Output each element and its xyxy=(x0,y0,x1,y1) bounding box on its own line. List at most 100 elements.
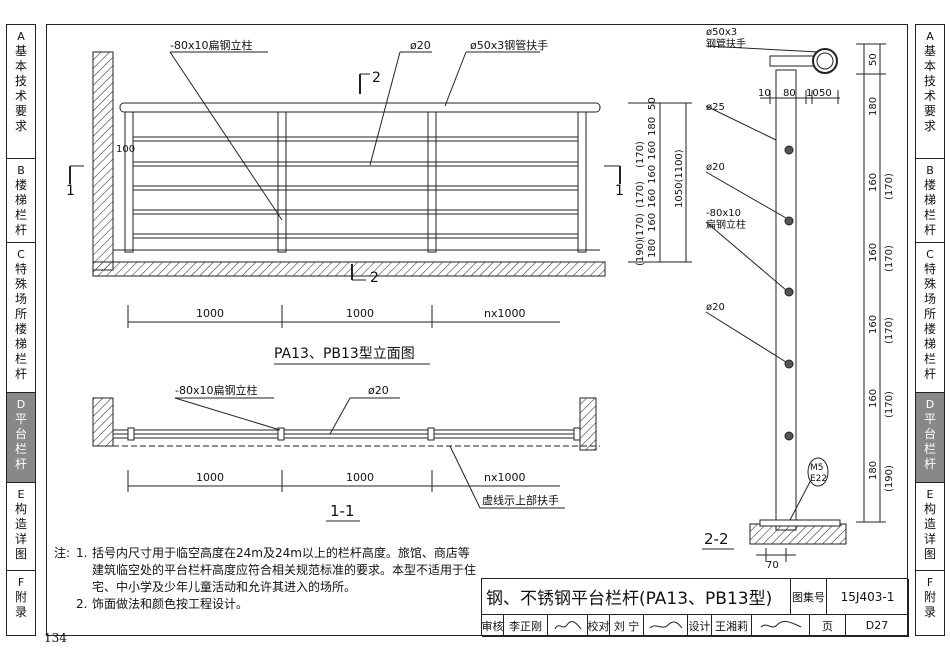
dim-v-a1: 180 xyxy=(647,117,658,136)
cut-2-bottom: 2 xyxy=(370,270,379,286)
sec-dim-a4: 160 xyxy=(868,315,879,334)
handrail-pipe xyxy=(119,102,601,113)
dim-top-10b: 10 xyxy=(806,88,819,99)
dim-v-a0: 50 xyxy=(647,97,658,110)
chapter-tab-code: E xyxy=(926,488,934,501)
pipe-label: ø50x3 xyxy=(706,27,737,38)
chapter-tab-code: A xyxy=(17,30,25,43)
cut-1-right: 1 xyxy=(615,183,624,199)
bolt-label-2: E22 xyxy=(810,474,827,484)
chapter-tab-label: 楼梯栏杆 xyxy=(14,178,27,237)
chapter-tab-label: 平台栏杆 xyxy=(14,412,27,471)
reviewer-signature xyxy=(548,615,588,637)
rod-label: ø20 xyxy=(410,39,431,52)
design-label: 设计 xyxy=(688,615,712,637)
elevation-title: PA13、PB13型立面图 xyxy=(274,346,415,362)
elevation-view: -80x10扁钢立柱 ø20 ø50x3钢管扶手 2 2 1 1 100 100… xyxy=(66,38,692,365)
plan-flat-post-label: -80x10扁钢立柱 xyxy=(175,383,257,397)
atlas-label: 图集号 xyxy=(791,579,827,615)
section-view-2-2: ø50x3 钢管扶手 ø25 ø20 -80x10 扁钢立柱 ø20 M5 E2… xyxy=(702,27,895,571)
section-title: 2-2 xyxy=(704,530,729,548)
designer-signature xyxy=(752,615,810,637)
reviewer-name: 李正刚 xyxy=(504,615,548,637)
horizontal-rods xyxy=(133,136,578,239)
elevation-vertical-dims: 50 180 160 160 160 160 180 (170) (170) (… xyxy=(635,97,685,266)
floor-slab xyxy=(92,261,606,277)
sec-dim-a3: 160 xyxy=(868,243,879,262)
sec-dim-b0: (170) xyxy=(884,173,895,200)
dim-v-a4: 160 xyxy=(647,189,658,208)
chapter-tab-code: D xyxy=(16,398,26,411)
notes-block: 注: 1. 括号内尺寸用于临空高度在24m及24m以上的栏杆高度。旅馆、商店等建… xyxy=(54,545,479,613)
chapter-tab-code: D xyxy=(925,398,935,411)
sec-dim-b1: (170) xyxy=(884,245,895,272)
flat-steel-post xyxy=(577,111,587,253)
dim-bottom-2: 1000 xyxy=(346,307,374,320)
checker-signature xyxy=(644,615,688,637)
dim-v-a5: 160 xyxy=(647,213,658,232)
plan-dim-1: 1000 xyxy=(196,471,224,484)
dim-top-50: 50 xyxy=(819,88,832,99)
chapter-tab-label: 附录 xyxy=(923,590,936,619)
chapter-tab-label: 特殊场所楼梯栏杆 xyxy=(14,262,27,381)
dim-v-b1: (170) xyxy=(635,181,646,208)
section-vertical-dims: 50 180 160 160 160 160 180 (170) (170) (… xyxy=(868,53,895,492)
chapter-tab-label: 基本技术要求 xyxy=(14,44,27,133)
atlas-number: 15J403-1 xyxy=(827,579,909,615)
dashed-handrail-note: 虚线示上部扶手 xyxy=(482,493,559,507)
title-block: 钢、不锈钢平台栏杆(PA13、PB13型) 图集号 15J403-1 审核 李正… xyxy=(481,578,909,637)
chapter-tab-code: B xyxy=(17,164,25,177)
dim-top-10a: 10 xyxy=(758,88,771,99)
dim-100: 100 xyxy=(116,144,135,155)
plan-dim-2: 1000 xyxy=(346,471,374,484)
chapter-tab-label: 平台栏杆 xyxy=(923,412,936,471)
drawing-title: 钢、不锈钢平台栏杆(PA13、PB13型) xyxy=(482,579,791,615)
sec-dim-a6: 180 xyxy=(868,461,879,480)
sec-dim-a0: 50 xyxy=(868,53,879,66)
dim-top-80: 80 xyxy=(783,88,796,99)
dim-v-a6: 180 xyxy=(647,239,658,258)
flat-steel-post-section xyxy=(775,69,797,531)
flat-post-label: -80x10扁钢立柱 xyxy=(170,38,252,52)
cut-2-top: 2 xyxy=(372,70,381,86)
plan-dim-3: nx1000 xyxy=(484,471,525,484)
dim-v-b4: (190) xyxy=(635,239,646,266)
dim-bottom-70: 70 xyxy=(766,560,779,571)
chapter-tab-label: 附录 xyxy=(14,590,27,619)
sec-dim-b3: (170) xyxy=(884,391,895,418)
dim-v-b2: (170) xyxy=(635,213,646,240)
sec-dim-a2: 160 xyxy=(868,173,879,192)
flat-steel-post xyxy=(277,111,287,253)
chapter-tab-code: A xyxy=(926,30,934,43)
sec-dim-b4: (190) xyxy=(884,465,895,492)
drawing-frame xyxy=(46,24,908,636)
chapter-tab-code: C xyxy=(17,248,25,261)
chapter-tab-label: 构造详图 xyxy=(923,502,936,561)
dim-v-b0: (170) xyxy=(635,141,646,168)
sec-dim-a5: 160 xyxy=(868,389,879,408)
cut-1-left: 1 xyxy=(66,183,75,199)
chapter-tab-label: 构造详图 xyxy=(14,502,27,561)
note-text: 括号内尺寸用于临空高度在24m及24m以上的栏杆高度。旅馆、商店等建筑临空处的平… xyxy=(92,546,477,594)
chapter-tab-label: 楼梯栏杆 xyxy=(923,178,936,237)
check-label: 校对 xyxy=(588,615,610,637)
flat-post-label-b: 扁钢立柱 xyxy=(706,218,746,231)
chapter-tab-label: 特殊场所楼梯栏杆 xyxy=(923,262,936,381)
chapter-tab-code: E xyxy=(17,488,25,501)
review-label: 审核 xyxy=(482,615,504,637)
